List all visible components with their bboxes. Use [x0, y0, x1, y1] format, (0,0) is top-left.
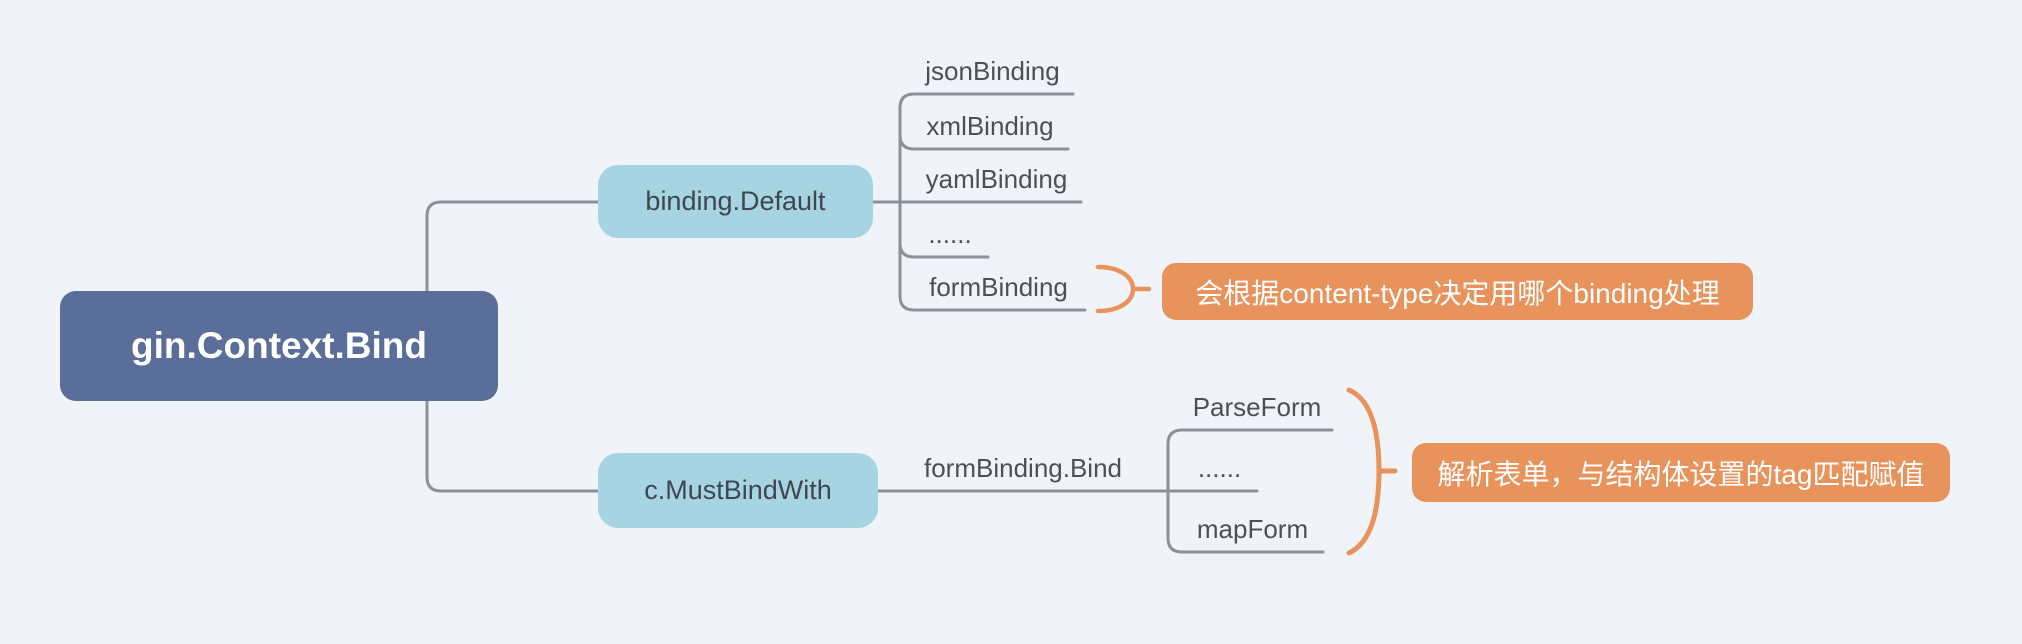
summary-callout-parse-form[interactable]: 解析表单，与结构体设置的tag匹配赋值	[1412, 443, 1950, 502]
branch2-trunk	[1166, 428, 1334, 554]
branch1-trunk	[898, 92, 1087, 312]
topic-json-binding[interactable]: jsonBinding	[925, 56, 1060, 87]
topic-ellipsis-bindings[interactable]: ......	[928, 219, 972, 250]
summary-brace-big	[1346, 387, 1398, 556]
summary-brace-small	[1095, 264, 1152, 314]
topic-ellipsis-formsteps[interactable]: ......	[1197, 453, 1242, 484]
branch1-dots-underline	[898, 241, 990, 259]
topic-map-form[interactable]: mapForm	[1196, 514, 1309, 545]
topic-formbinding-bind[interactable]: formBinding.Bind	[924, 453, 1122, 484]
topic-binding-default[interactable]: binding.Default	[598, 165, 873, 238]
summary-callout-content-type[interactable]: 会根据content-type决定用哪个binding处理	[1162, 263, 1753, 320]
topic-form-binding[interactable]: formBinding	[929, 272, 1068, 303]
topic-xml-binding[interactable]: xmlBinding	[926, 111, 1054, 142]
branch1-xml-underline	[898, 133, 1070, 151]
topic-parse-form[interactable]: ParseForm	[1192, 392, 1322, 423]
topic-must-bind-with[interactable]: c.MustBindWith	[598, 453, 878, 528]
topic-yaml-binding[interactable]: yamlBinding	[925, 164, 1068, 195]
root-topic[interactable]: gin.Context.Bind	[60, 291, 498, 401]
